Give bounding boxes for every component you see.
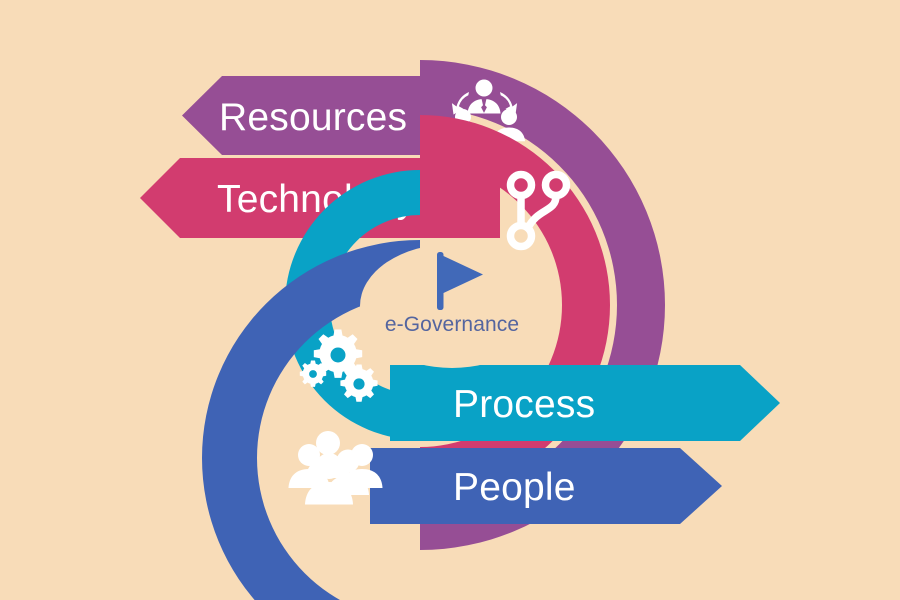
flag-icon	[437, 252, 483, 310]
band-process[interactable]: Process	[285, 170, 780, 441]
band-people-arc	[202, 240, 420, 600]
band-process-banner	[390, 365, 780, 441]
center-hub[interactable]: e-Governance	[360, 244, 544, 368]
git-branch-icon	[506, 170, 571, 251]
band-people-label: People	[453, 466, 576, 509]
center-hub-label: e-Governance	[385, 313, 519, 336]
center-hub-ellipse	[360, 244, 544, 368]
band-process-label: Process	[453, 383, 595, 426]
band-resources-label: Resources	[219, 96, 407, 139]
people-group-icon	[288, 431, 383, 505]
band-people-banner	[370, 448, 722, 524]
band-people[interactable]: People	[202, 240, 722, 600]
gears-icon	[299, 329, 378, 402]
band-resources-banner	[182, 76, 470, 155]
